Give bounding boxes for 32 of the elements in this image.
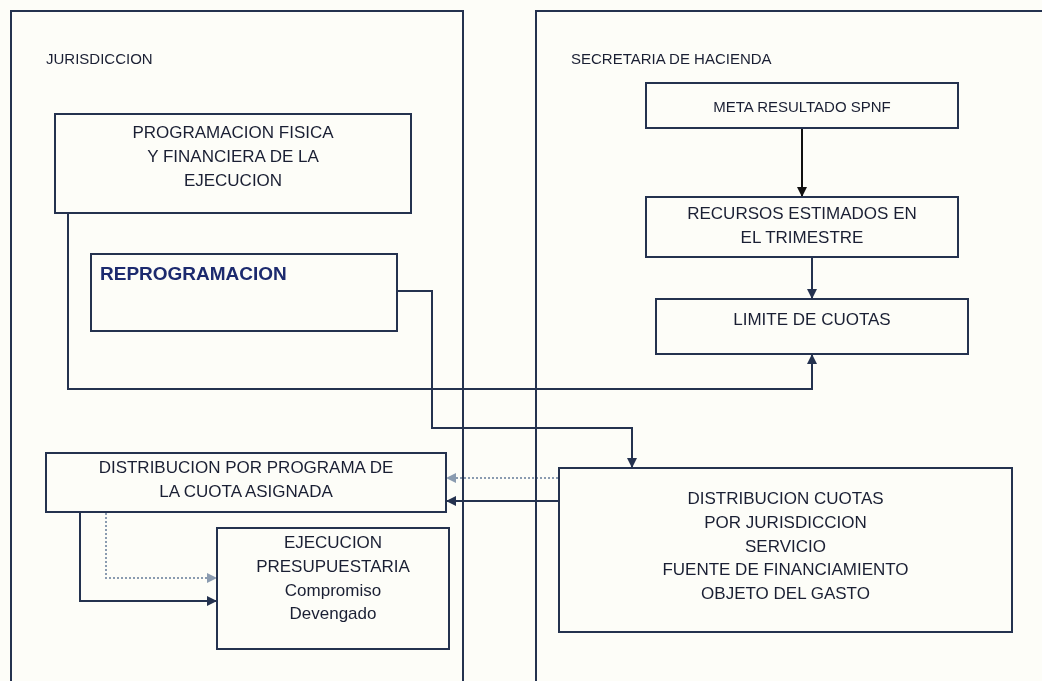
arrow xyxy=(446,473,559,483)
box-label: PROGRAMACION FISICA Y FINANCIERA DE LA EJECUCION xyxy=(131,122,335,192)
arrow xyxy=(797,128,807,197)
panel-heading: JURISDICCION xyxy=(46,49,153,69)
arrow xyxy=(446,496,559,506)
arrow xyxy=(807,257,817,299)
box-label: SERVICIO xyxy=(745,535,826,558)
process-box xyxy=(216,527,450,650)
arrow xyxy=(105,512,217,583)
process-box xyxy=(45,452,447,513)
panel xyxy=(535,10,1042,681)
panel xyxy=(10,10,464,681)
box-label: EJECUCION PRESUPUESTARIA xyxy=(255,532,411,578)
box-label: DISTRIBUCION CUOTAS POR JURISDICCION xyxy=(686,488,885,534)
process-box xyxy=(645,196,959,258)
box-label: LIMITE DE CUOTAS xyxy=(733,309,891,331)
box-label: REPROGRAMACION xyxy=(100,262,287,286)
box-label: FUENTE DE FINANCIAMIENTO xyxy=(662,559,909,582)
process-box xyxy=(54,113,412,214)
arrow xyxy=(67,213,817,390)
process-box xyxy=(90,253,398,332)
box-label: Compromiso Devengado xyxy=(283,579,383,626)
box-label: OBJETO DEL GASTO xyxy=(701,583,870,606)
arrow xyxy=(79,512,217,606)
box-label: META RESULTADO SPNF xyxy=(713,97,891,117)
box-label: RECURSOS ESTIMADOS EN EL TRIMESTRE xyxy=(687,203,917,249)
process-box xyxy=(558,467,1013,633)
box-label: DISTRIBUCION POR PROGRAMA DE LA CUOTA ASIGNADA xyxy=(97,457,395,503)
panel-heading: SECRETARIA DE HACIENDA xyxy=(571,49,772,69)
process-box xyxy=(655,298,969,355)
arrow xyxy=(397,290,637,468)
process-box xyxy=(645,82,959,129)
